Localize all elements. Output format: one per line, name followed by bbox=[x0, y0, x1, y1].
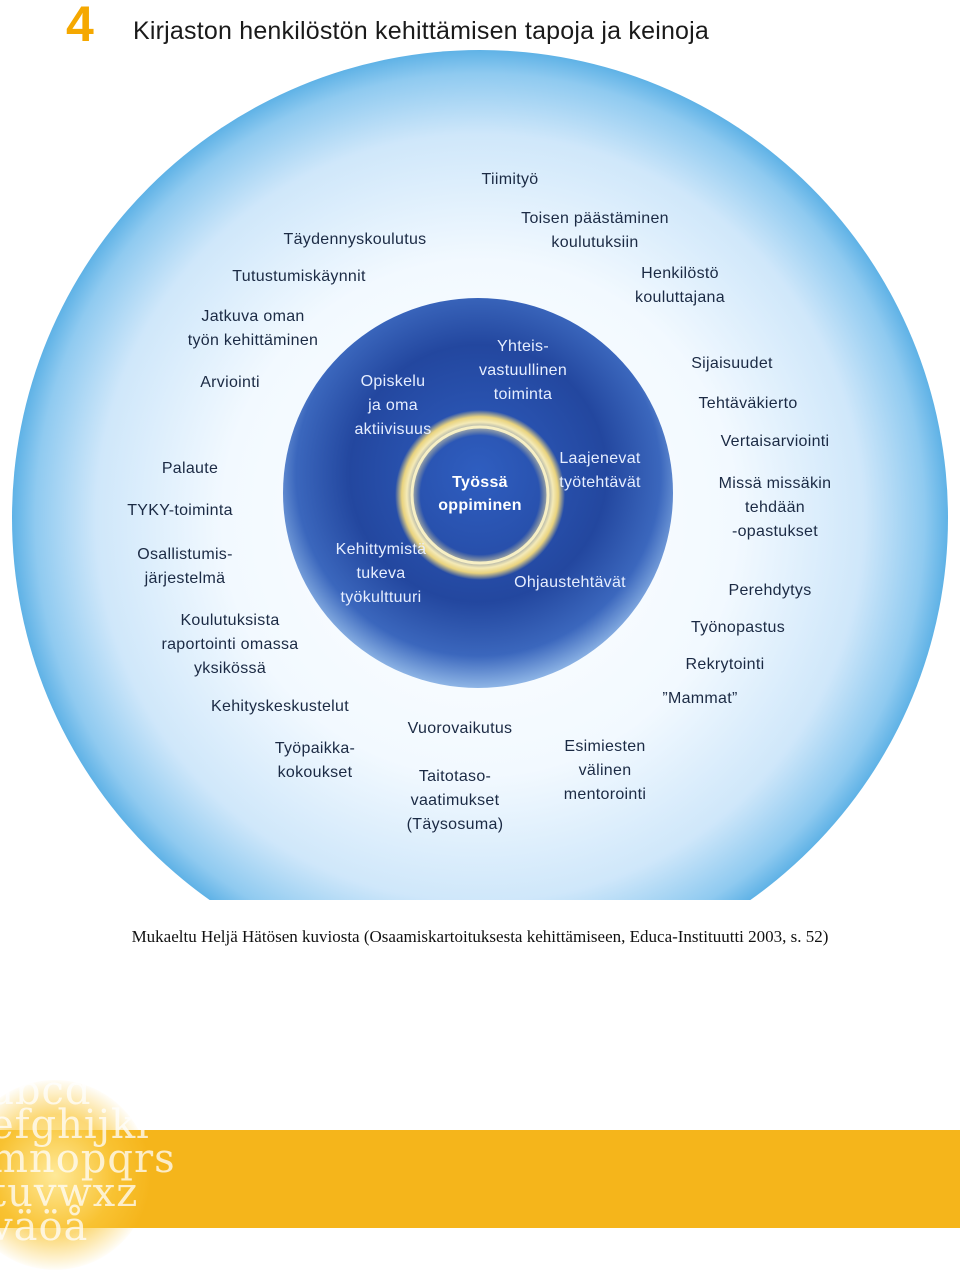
outer-label-osallistumis: Osallistumis-järjestelmä bbox=[120, 543, 250, 591]
label-line: Toisen päästäminen bbox=[521, 210, 669, 227]
core-label: Työssä oppiminen bbox=[438, 474, 522, 514]
label-line: Täydennyskoulutus bbox=[283, 231, 427, 248]
label-line: Jatkuva oman bbox=[201, 308, 305, 325]
label-line: Kehittymistä bbox=[335, 541, 427, 558]
development-methods-diagram bbox=[12, 50, 948, 900]
label-line: välinen bbox=[578, 762, 632, 779]
inner-label-yhteisvastuullinen: Yhteis-vastuullinen toiminta bbox=[460, 335, 586, 407]
label-line: Vuorovaikutus bbox=[407, 720, 513, 737]
inner-label-kehittymista: Kehittymistä tukeva työkulttuuri bbox=[316, 538, 446, 610]
label-line: mnopqrs bbox=[0, 1136, 176, 1182]
label-line: Arviointi bbox=[200, 374, 260, 391]
footer-band bbox=[0, 1130, 960, 1228]
label-line: Kehityskeskustelut bbox=[211, 698, 349, 715]
label-line: tukeva bbox=[356, 565, 406, 582]
label-line: Tehtäväkierto bbox=[698, 395, 798, 412]
outer-label-jatkuva: Jatkuva oman työn kehittäminen bbox=[160, 305, 346, 353]
inner-label-opiskelu: Opiskelu ja oma aktiivisuus bbox=[338, 370, 448, 442]
label-line: työkulttuuri bbox=[340, 589, 422, 606]
label-line: mentorointi bbox=[563, 786, 647, 803]
label-line: Taitotaso- bbox=[418, 768, 492, 785]
label-line: Palaute bbox=[161, 460, 219, 477]
label-line: kokoukset bbox=[277, 764, 353, 781]
label-line: Työpaikka- bbox=[274, 740, 356, 757]
label-line: aktiivisuus bbox=[354, 421, 432, 438]
outer-label-sijaisuudet: Sijaisuudet bbox=[672, 352, 792, 376]
outer-label-palaute: Palaute bbox=[140, 457, 240, 481]
outer-label-tyonopastus: Työnopastus bbox=[668, 616, 808, 640]
page-title: Kirjaston henkilöstön kehittämisen tapoj… bbox=[133, 17, 710, 45]
label-line: yksikössä bbox=[193, 660, 267, 677]
label-line: Tutustumiskäynnit bbox=[232, 268, 366, 285]
outer-label-mammat: ”Mammat” bbox=[640, 687, 760, 711]
outer-label-kehityskeskustelut: Kehityskeskustelut bbox=[195, 695, 365, 719]
label-line: Rekrytointi bbox=[685, 656, 765, 673]
chapter-number: 4 bbox=[66, 0, 94, 52]
label-line: Opiskelu bbox=[360, 373, 426, 390]
outer-label-taydennyskoulutus: Täydennyskoulutus bbox=[260, 228, 450, 252]
label-line: (Täysosuma) bbox=[406, 816, 504, 833]
label-line: työn kehittäminen bbox=[187, 332, 319, 349]
label-line: Missä missäkin bbox=[718, 475, 832, 492]
outer-label-tyky: TYKY-toiminta bbox=[110, 499, 250, 523]
label-line: ja oma bbox=[368, 397, 418, 414]
label-line: Ohjaustehtävät bbox=[514, 574, 626, 591]
outer-label-missa-missakin: Missä missäkin tehdään -opastukset bbox=[700, 472, 850, 544]
label-line: vaatimukset bbox=[410, 792, 500, 809]
outer-label-tutustumiskaynnit: Tutustumiskäynnit bbox=[210, 265, 388, 289]
outer-label-perehdytys: Perehdytys bbox=[705, 579, 835, 603]
label-line: Yhteis- bbox=[497, 338, 549, 355]
label-line: Koulutuksista bbox=[180, 612, 280, 629]
label-line: Työnopastus bbox=[690, 619, 786, 636]
label-line: abcd bbox=[0, 1068, 92, 1114]
label-line: Vertaisarviointi bbox=[720, 433, 830, 450]
outer-label-vuorovaikutus: Vuorovaikutus bbox=[390, 717, 530, 741]
inner-label-ohjaustehtavat: Ohjaustehtävät bbox=[500, 571, 640, 595]
core-glow bbox=[395, 410, 565, 580]
outer-label-henkilosto-kouluttajana: Henkilöstö kouluttajana bbox=[615, 262, 745, 310]
outer-label-tehtavakierto: Tehtäväkierto bbox=[678, 392, 818, 416]
outer-label-taitotaso: Taitotaso-vaatimukset (Täysosuma) bbox=[385, 765, 525, 837]
label-line: Sijaisuudet bbox=[691, 355, 773, 372]
label-line: toiminta bbox=[493, 386, 553, 403]
outer-label-esimiesten: Esimiesten välinen mentorointi bbox=[545, 735, 665, 807]
label-line: koulutuksiin bbox=[551, 234, 639, 251]
inner-label-laajenevat: Laajenevat työtehtävät bbox=[540, 447, 660, 495]
label-line: kouluttajana bbox=[635, 289, 725, 306]
label-line: raportointi omassa bbox=[161, 636, 299, 653]
outer-label-koulutuksista: Koulutuksista raportointi omassa yksikössä bbox=[140, 609, 320, 681]
core-ring bbox=[410, 425, 550, 565]
label-line: -opastukset bbox=[731, 523, 818, 540]
label-line: Perehdytys bbox=[728, 582, 812, 599]
label-line: vastuullinen bbox=[478, 362, 568, 379]
figure-caption: Mukaeltu Heljä Hätösen kuviosta (Osaamis… bbox=[131, 927, 829, 946]
outer-label-vertaisarviointi: Vertaisarviointi bbox=[700, 430, 850, 454]
label-line: Tiimityö bbox=[481, 171, 539, 188]
label-line: ”Mammat” bbox=[662, 690, 738, 707]
label-line: efghijkl bbox=[0, 1102, 151, 1148]
label-line: Henkilöstö bbox=[641, 265, 719, 282]
label-line: järjestelmä bbox=[144, 570, 226, 587]
label-line: tehdään bbox=[745, 499, 805, 516]
outer-label-tyopaikkakokoukset: Työpaikka-kokoukset bbox=[255, 737, 375, 785]
label-line: TYKY-toiminta bbox=[127, 502, 233, 519]
outer-label-arviointi: Arviointi bbox=[180, 371, 280, 395]
page-header: 4 Kirjaston henkilöstön kehittämisen tap… bbox=[0, 0, 960, 60]
outer-label-rekrytointi: Rekrytointi bbox=[665, 653, 785, 677]
label-line: Osallistumis- bbox=[137, 546, 233, 563]
label-line: Laajenevat bbox=[559, 450, 641, 467]
outer-label-tiimityo: Tiimityö bbox=[460, 168, 560, 192]
label-line: tuvwxz bbox=[0, 1170, 139, 1216]
outer-label-toisen-paastaminen: Toisen päästäminen koulutuksiin bbox=[500, 207, 690, 255]
label-line: työtehtävät bbox=[559, 474, 641, 491]
label-line: Esimiesten bbox=[564, 738, 646, 755]
